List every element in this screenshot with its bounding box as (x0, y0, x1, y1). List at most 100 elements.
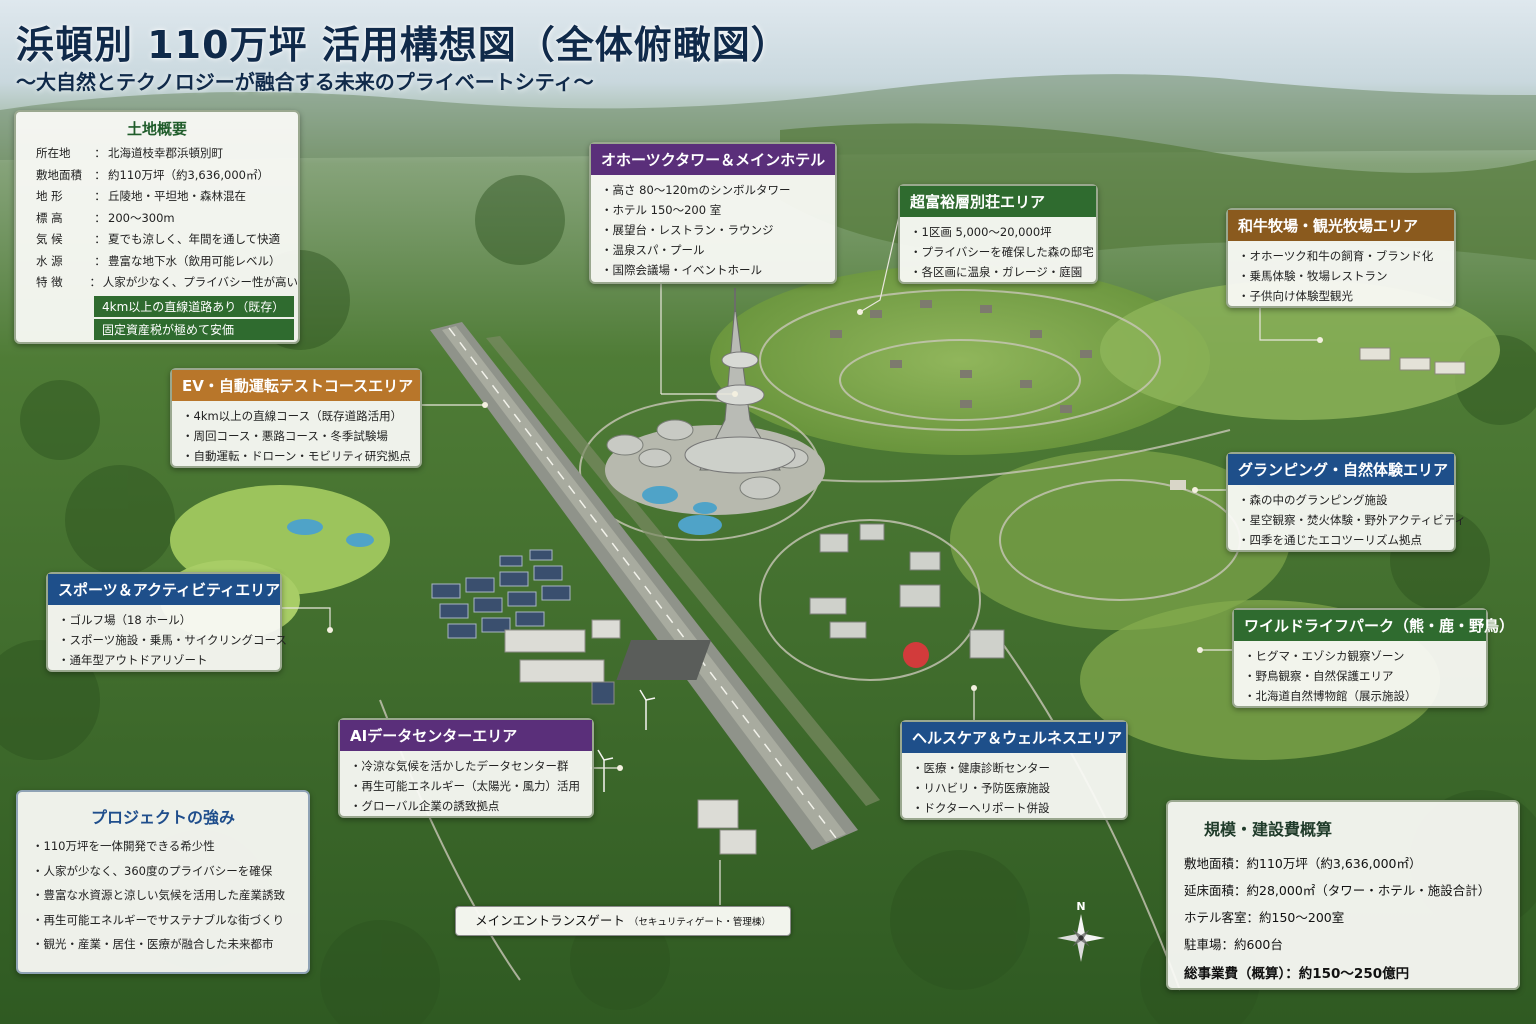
land-row: 標 高：200〜300m (16, 208, 298, 230)
glamping-area-panel: グランピング・自然体験エリア 森の中のグランピング施設 星空観察・焚火体験・野外… (1226, 452, 1467, 552)
list-item: 温泉スパ・プール (601, 240, 825, 260)
scale-row-value: 約150〜200室 (1259, 910, 1345, 925)
list-item: 人家が少なく、360度のプライバシーを確保 (32, 859, 308, 884)
ev-area-panel: EV・自動運転テストコースエリア 4km以上の直線コース（既存道路活用） 周回コ… (170, 368, 422, 468)
list-item: 高さ 80〜120mのシンボルタワー (601, 180, 825, 200)
list-item: ヒグマ・エゾシカ観察ゾーン (1244, 646, 1476, 666)
list-item: 星空観察・焚火体験・野外アクティビティ (1238, 510, 1467, 530)
tower-area-panel: オホーツクタワー＆メインホテル 高さ 80〜120mのシンボルタワー ホテル 1… (589, 142, 837, 284)
list-item: グローバル企業の誘致拠点 (350, 796, 582, 816)
land-row-value: 200〜300m (108, 210, 175, 225)
scale-row-key: ホテル客室 (1184, 910, 1247, 925)
land-feature-tag: 固定資産税が極めて安価 (94, 318, 294, 340)
land-row: 所在地：北海道枝幸郡浜頓別町 (16, 143, 298, 165)
land-row-key: 気 候 (36, 232, 63, 246)
list-item: 観光・産業・居住・医療が融合した未来都市 (32, 932, 308, 957)
list-item: 各区画に温泉・ガレージ・庭園 (910, 262, 1086, 282)
land-row: 特 徴：人家が少なく、プライバシー性が高い (16, 272, 298, 294)
page-title: 浜頓別 110万坪 活用構想図（全体俯瞰図） (16, 23, 790, 67)
land-row: 水 源：豊富な地下水（飲用可能レベル） (16, 251, 298, 273)
list-item: 医療・健康診断センター (912, 758, 1116, 778)
list-item: 再生可能エネルギー（太陽光・風力）活用 (350, 776, 582, 796)
list-item: オホーツク和牛の飼育・ブランド化 (1238, 246, 1444, 266)
wildlife-area-panel: ワイルドライフパーク（熊・鹿・野鳥） ヒグマ・エゾシカ観察ゾーン 野鳥観察・自然… (1232, 608, 1514, 708)
scale-row-key: 駐車場 (1184, 937, 1222, 952)
scale-cost-title: 規模・建設費概算 (1204, 820, 1333, 839)
list-item: ホテル 150〜200 室 (601, 200, 825, 220)
list-item: 再生可能エネルギーでサステナブルな街づくり (32, 908, 308, 933)
land-row-value: 丘陵地・平坦地・森林混在 (108, 189, 246, 203)
strengths-title: プロジェクトの強み (90, 808, 235, 827)
land-row-value: 人家が少なく、プライバシー性が高い (102, 275, 298, 289)
list-item: 自動運転・ドローン・モビリティ研究拠点 (182, 446, 411, 466)
scale-row-value: 約600台 (1234, 937, 1283, 952)
villa-area-panel: 超富裕層別荘エリア 1区画 5,000〜20,000坪 プライバシーを確保した森… (898, 184, 1098, 284)
land-row: 地 形：丘陵地・平坦地・森林混在 (16, 186, 298, 208)
main-entrance-gate-label: メインエントランスゲート （セキュリティゲート・管理棟） (455, 906, 791, 936)
land-row-value: 北海道枝幸郡浜頓別町 (108, 146, 223, 160)
list-item: 冷涼な気候を活かしたデータセンター群 (350, 756, 582, 776)
page-subtitle: 〜大自然とテクノロジーが融合する未来のプライベートシティ〜 (16, 70, 594, 94)
wildlife-area-title: ワイルドライフパーク（熊・鹿・野鳥） (1234, 610, 1514, 641)
land-row-key: 標 高 (36, 210, 63, 225)
sports-area-title: スポーツ＆アクティビティエリア (48, 574, 280, 605)
list-item: 4km以上の直線コース（既存道路活用） (182, 406, 410, 426)
wagyu-area-title: 和牛牧場・観光牧場エリア (1228, 210, 1454, 241)
land-row-value: 豊富な地下水（飲用可能レベル） (108, 253, 281, 268)
land-row-value: 夏でも涼しく、年間を通して快適 (108, 232, 281, 246)
list-item: スポーツ施設・乗馬・サイクリングコース (58, 630, 287, 650)
land-row-key: 敷地面積 (36, 167, 82, 182)
list-item: 周回コース・悪路コース・冬季試験場 (182, 426, 410, 446)
total-cost: 総事業費（概算）：約150〜250億円 (1184, 966, 1410, 982)
list-item: ゴルフ場（18 ホール） (58, 610, 270, 630)
glamping-area-title: グランピング・自然体験エリア (1228, 454, 1454, 485)
list-item: 北海道自然博物館（展示施設） (1244, 686, 1476, 706)
compass-icon: N (1057, 900, 1105, 962)
scale-row: 駐車場：約600台 (1184, 937, 1283, 952)
scale-row: 敷地面積：約110万坪（約3,636,000㎡） (1184, 856, 1422, 871)
land-overview-title: 土地概要 (126, 120, 187, 138)
list-item: 豊富な水資源と涼しい気候を活用した産業誘致 (32, 883, 308, 908)
list-item: 子供向け体験型観光 (1238, 286, 1444, 306)
list-item: 1区画 5,000〜20,000坪 (910, 222, 1086, 242)
list-item: 110万坪を一体開発できる希少性 (32, 834, 308, 859)
list-item: 四季を通じたエコツーリズム拠点 (1238, 530, 1444, 550)
scale-row-key: 延床面積 (1184, 883, 1235, 898)
scale-row: ホテル客室：約150〜200室 (1184, 910, 1345, 925)
ai-datacenter-area-panel: AIデータセンターエリア 冷涼な気候を活かしたデータセンター群 再生可能エネルギ… (338, 718, 594, 818)
ev-area-title: EV・自動運転テストコースエリア (172, 370, 420, 401)
land-row-key: 水 源 (36, 253, 63, 268)
compass-north-label: N (1076, 900, 1085, 913)
list-item: 国際会議場・イベントホール (601, 260, 825, 280)
gate-note: （セキュリティゲート・管理棟） (628, 917, 771, 928)
land-row-key: 地 形 (36, 189, 63, 203)
tower-area-title: オホーツクタワー＆メインホテル (591, 144, 835, 175)
land-feature-tag: 4km以上の直線道路あり（既存） (94, 295, 294, 317)
list-item: ドクターヘリポート併設 (912, 798, 1116, 818)
scale-row-value: 約28,000㎡（タワー・ホテル・施設合計） (1246, 883, 1491, 898)
health-area-title: ヘルスケア＆ウェルネスエリア (902, 722, 1126, 753)
land-overview-panel: 土地概要 所在地：北海道枝幸郡浜頓別町 敷地面積：約110万坪（約3,636,0… (14, 110, 300, 344)
list-item: 森の中のグランピング施設 (1238, 490, 1444, 510)
list-item: 乗馬体験・牧場レストラン (1238, 266, 1444, 286)
list-item: プライバシーを確保した森の邸宅 (910, 242, 1094, 262)
list-item: 野鳥観察・自然保護エリア (1244, 666, 1476, 686)
land-row-value: 約110万坪（約3,636,000㎡） (108, 167, 269, 182)
health-area-panel: ヘルスケア＆ウェルネスエリア 医療・健康診断センター リハビリ・予防医療施設 ド… (900, 720, 1128, 820)
villa-area-title: 超富裕層別荘エリア (900, 186, 1096, 217)
wagyu-area-panel: 和牛牧場・観光牧場エリア オホーツク和牛の飼育・ブランド化 乗馬体験・牧場レスト… (1226, 208, 1456, 308)
scale-row: 延床面積：約28,000㎡（タワー・ホテル・施設合計） (1184, 883, 1491, 898)
land-row: 敷地面積：約110万坪（約3,636,000㎡） (16, 165, 298, 187)
ai-datacenter-area-title: AIデータセンターエリア (340, 720, 592, 751)
list-item: 展望台・レストラン・ラウンジ (601, 220, 825, 240)
scale-row-value: 約110万坪（約3,636,000㎡） (1246, 856, 1422, 871)
list-item: 通年型アウトドアリゾート (58, 650, 270, 670)
scale-row-key: 敷地面積 (1184, 856, 1235, 871)
sports-area-panel: スポーツ＆アクティビティエリア ゴルフ場（18 ホール） スポーツ施設・乗馬・サ… (46, 572, 287, 672)
land-row: 気 候：夏でも涼しく、年間を通して快適 (16, 229, 298, 251)
gate-label: メインエントランスゲート (475, 913, 625, 928)
strengths-panel: プロジェクトの強み 110万坪を一体開発できる希少性 人家が少なく、360度のプ… (16, 790, 310, 974)
list-item: リハビリ・予防医療施設 (912, 778, 1116, 798)
land-row-key: 特 徴 (36, 275, 63, 289)
land-row-key: 所在地 (36, 146, 71, 160)
